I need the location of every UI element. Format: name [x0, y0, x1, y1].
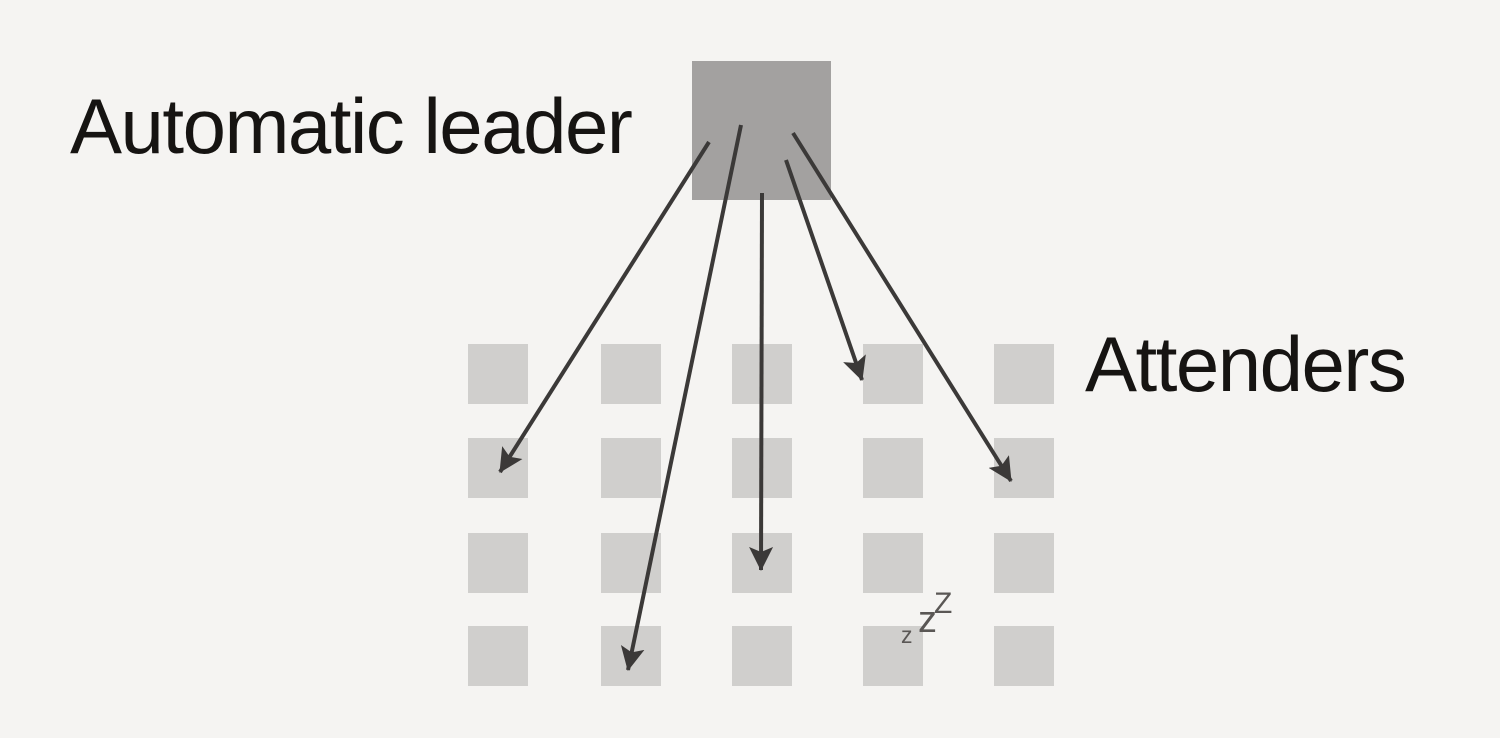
attention-arrow-col1-row2: [498, 140, 711, 474]
sleep-z-glyph-1: z: [901, 622, 913, 648]
attender-square-col1-row4: [468, 626, 528, 686]
attention-arrow-col4-row1: [784, 159, 866, 381]
attender-square-col5-row4: [994, 626, 1054, 686]
attender-square-col4-row3: [863, 533, 923, 593]
sleep-z-glyph-3: Z: [934, 587, 953, 620]
attender-square-col1-row3: [468, 533, 528, 593]
sleep-z-glyph-2: z: [918, 599, 937, 641]
leader-square: [692, 61, 831, 200]
attention-arrow-col2-row4: [620, 124, 743, 671]
leader-label: Automatic leader: [70, 82, 633, 170]
attenders-label: Attenders: [1085, 320, 1407, 408]
attender-square-col3-row4: [732, 626, 792, 686]
attention-arrow-col5-row2: [791, 131, 1013, 483]
attender-square-col4-row4: [863, 626, 923, 686]
attender-square-col4-row1: [863, 344, 923, 404]
attender-square-col1-row1: [468, 344, 528, 404]
attention-arrow-col3-row3: [749, 192, 774, 571]
attender-square-col2-row2: [601, 438, 661, 498]
attender-square-col2-row1: [601, 344, 661, 404]
attender-square-col5-row3: [994, 533, 1054, 593]
attender-square-col4-row2: [863, 438, 923, 498]
attender-square-col5-row1: [994, 344, 1054, 404]
